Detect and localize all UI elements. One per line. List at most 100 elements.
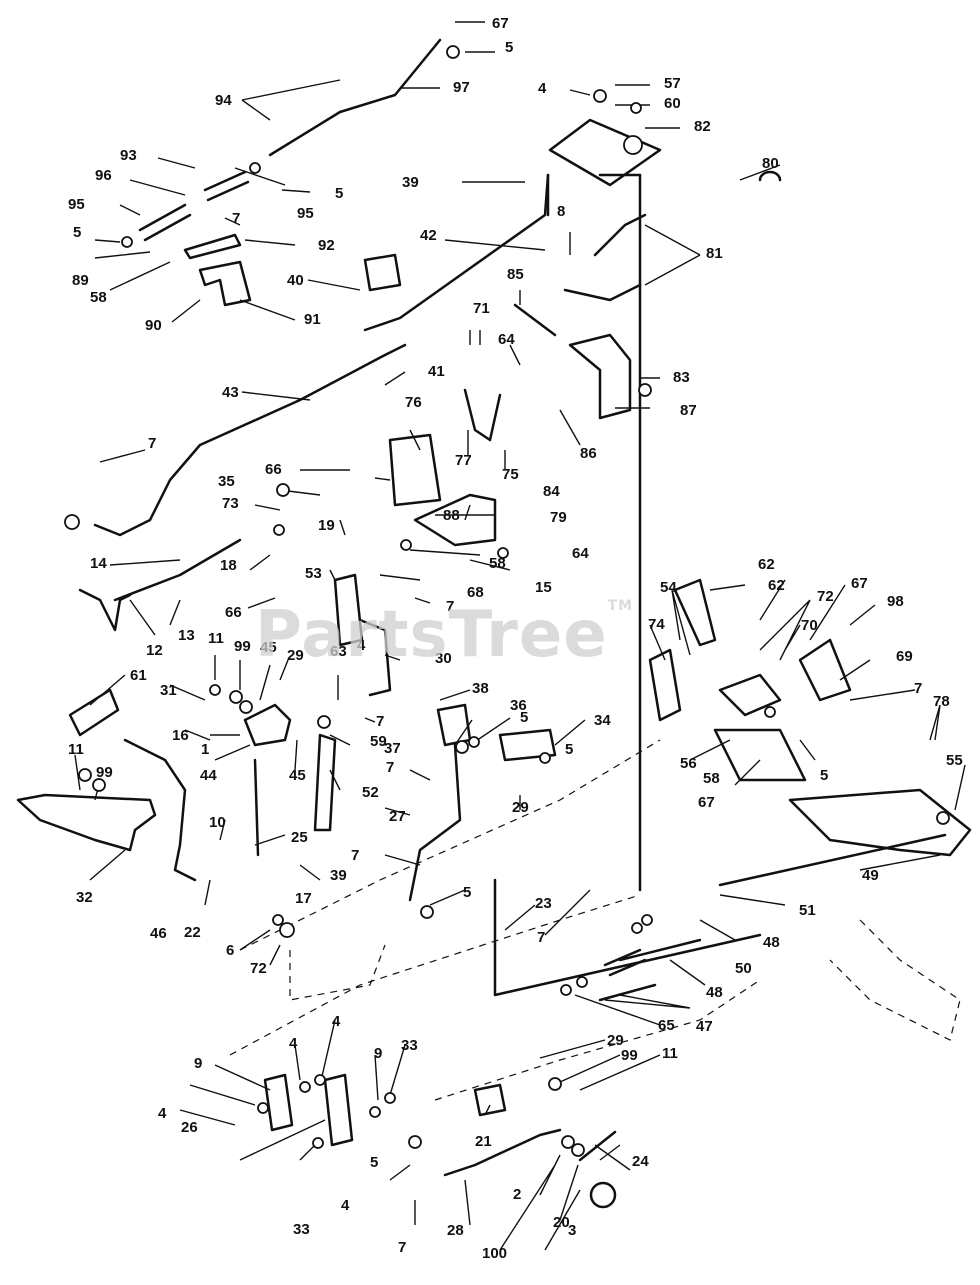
callout-74: 74 [648,616,665,633]
callout-7: 7 [537,929,545,946]
callout-95: 95 [68,196,85,213]
callout-51: 51 [799,902,816,919]
callout-29: 29 [607,1032,624,1049]
callout-98: 98 [887,593,904,610]
callout-58: 58 [489,555,506,572]
callout-86: 86 [580,445,597,462]
callout-32: 32 [76,889,93,906]
callout-55: 55 [946,752,963,769]
callout-90: 90 [145,317,162,334]
callout-15: 15 [535,579,552,596]
callout-5: 5 [463,884,471,901]
callout-85: 85 [507,266,524,283]
callout-78: 78 [933,693,950,710]
callout-59: 59 [370,733,387,750]
callout-7: 7 [398,1239,406,1256]
callout-57: 57 [664,75,681,92]
callout-5: 5 [370,1154,378,1171]
callout-4: 4 [158,1105,167,1122]
callout-96: 96 [95,167,112,184]
callout-99: 99 [234,638,251,655]
callout-68: 68 [467,584,484,601]
callout-45: 45 [260,639,277,656]
callout-7: 7 [446,598,454,615]
callout-12: 12 [146,642,163,659]
callout-7: 7 [148,435,156,452]
callout-5: 5 [565,741,573,758]
callout-80: 80 [762,155,779,172]
callout-22: 22 [184,924,201,941]
callout-4: 4 [289,1035,298,1052]
callout-64: 64 [498,331,515,348]
callout-39: 39 [402,174,419,191]
callout-14: 14 [90,555,107,572]
callout-33: 33 [401,1037,418,1054]
callout-6: 6 [226,942,234,959]
callout-18: 18 [220,557,237,574]
callout-35: 35 [218,473,235,490]
callout-34: 34 [594,712,611,729]
callout-54: 54 [660,579,677,596]
callout-46: 46 [150,925,167,942]
callout-31: 31 [160,682,177,699]
callout-72: 72 [817,588,834,605]
callout-45: 45 [289,767,306,784]
callout-1: 1 [201,741,209,758]
callout-8: 8 [557,203,565,220]
callout-7: 7 [914,680,922,697]
callout-84: 84 [543,483,560,500]
callout-67: 67 [492,15,509,32]
callout-92: 92 [318,237,335,254]
callout-29: 29 [287,647,304,664]
callout-40: 40 [287,272,304,289]
callout-56: 56 [680,755,697,772]
callout-4: 4 [341,1197,350,1214]
callout-30: 30 [435,650,452,667]
callout-21: 21 [475,1133,492,1150]
callout-5: 5 [820,767,828,784]
callout-42: 42 [420,227,437,244]
callout-66: 66 [265,461,282,478]
callout-27: 27 [389,808,406,825]
callout-99: 99 [621,1047,638,1064]
callout-11: 11 [68,741,84,758]
callout-25: 25 [291,829,308,846]
callout-93: 93 [120,147,137,164]
callout-2: 2 [513,1186,521,1203]
callout-94: 94 [215,92,232,109]
callout-66: 66 [225,604,242,621]
callout-70: 70 [801,617,818,634]
callout-5: 5 [505,39,513,56]
callout-67: 67 [698,794,715,811]
callout-28: 28 [447,1222,464,1239]
callout-91: 91 [304,311,321,328]
callout-61: 61 [130,667,147,684]
callout-44: 44 [200,767,217,784]
callout-48: 48 [706,984,723,1001]
callout-88: 88 [443,507,460,524]
callout-5: 5 [73,224,81,241]
callout-26: 26 [181,1119,198,1136]
callout-43: 43 [222,384,239,401]
callout-13: 13 [178,627,195,644]
callout-75: 75 [502,466,519,483]
callout-7: 7 [232,210,240,227]
callout-76: 76 [405,394,422,411]
callout-10: 10 [209,814,226,831]
callout-23: 23 [535,895,552,912]
callout-49: 49 [862,867,879,884]
callout-41: 41 [428,363,445,380]
callout-69: 69 [896,648,913,665]
callout-37: 37 [384,740,401,757]
callout-19: 19 [318,517,335,534]
callout-20: 20 [553,1214,570,1231]
leader-lines [74,21,966,1251]
callout-4: 4 [332,1013,341,1030]
callout-72: 72 [250,960,267,977]
callout-65: 65 [658,1017,675,1034]
callout-3: 3 [568,1222,576,1239]
callout-39: 39 [330,867,347,884]
callout-63: 63 [330,643,347,660]
